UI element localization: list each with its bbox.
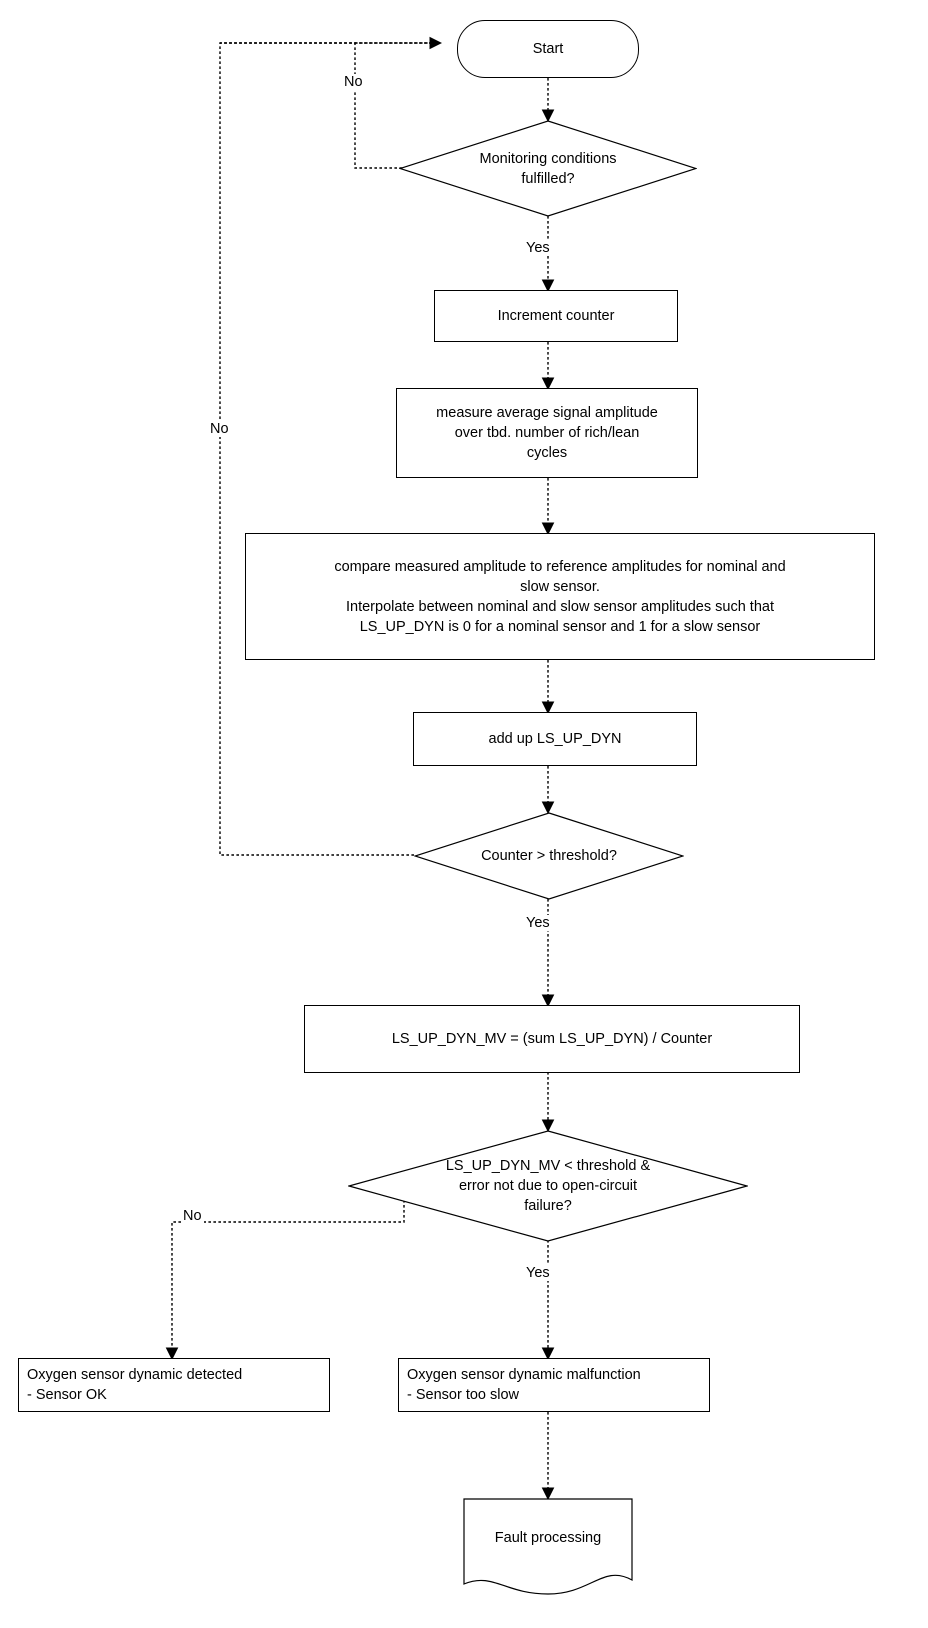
node-counter-threshold-label: Counter > threshold? [481, 848, 617, 864]
node-ls-up-dyn-mv-calc-label: LS_UP_DYN_MV = (sum LS_UP_DYN) / Counter [391, 1031, 713, 1047]
node-monitoring-conditions-labelbox: Monitoring conditions fulfilled? [399, 120, 697, 217]
node-measure-amplitude-label: measure average signal amplitude over tb… [436, 405, 658, 461]
node-ls-up-dyn-mv-calc[interactable]: LS_UP_DYN_MV = (sum LS_UP_DYN) / Counter [304, 1005, 800, 1073]
node-sensor-malfunction-label: Oxygen sensor dynamic malfunction - Sens… [407, 1367, 641, 1403]
node-monitoring-conditions[interactable]: Monitoring conditions fulfilled? [399, 120, 697, 217]
node-add-up-ls-up-dyn-label: add up LS_UP_DYN [488, 731, 622, 747]
edge-monitoring-no-seg1 [220, 42, 412, 169]
node-measure-amplitude[interactable]: measure average signal amplitude over tb… [396, 388, 698, 478]
node-counter-threshold-labelbox: Counter > threshold? [414, 812, 684, 900]
node-monitoring-conditions-label: Monitoring conditions fulfilled? [479, 150, 617, 187]
edge-mvcheck-no [165, 1185, 405, 1361]
node-sensor-malfunction[interactable]: Oxygen sensor dynamic malfunction - Sens… [398, 1358, 710, 1412]
node-increment-counter-label: Increment counter [497, 308, 615, 324]
node-counter-threshold[interactable]: Counter > threshold? [414, 812, 684, 900]
node-fault-processing-label: Fault processing [494, 1530, 602, 1546]
node-compare-amplitude-label: compare measured amplitude to reference … [334, 558, 786, 635]
edge-label-mvcheck-no: No [181, 1208, 204, 1224]
node-ls-up-dyn-mv-check-label: LS_UP_DYN_MV < threshold & error not due… [445, 1158, 651, 1214]
edge-label-monitoring-no: No [342, 74, 365, 90]
node-fault-processing-labelbox: Fault processing [463, 1498, 633, 1578]
edge-counter-no [219, 42, 440, 856]
edge-label-mvcheck-yes: Yes [524, 1265, 552, 1281]
node-sensor-ok[interactable]: Oxygen sensor dynamic detected - Sensor … [18, 1358, 330, 1412]
node-increment-counter[interactable]: Increment counter [434, 290, 678, 342]
edge-label-monitoring-yes: Yes [524, 240, 552, 256]
edge-label-counter-no: No [208, 421, 231, 437]
node-compare-amplitude[interactable]: compare measured amplitude to reference … [245, 533, 875, 660]
node-ls-up-dyn-mv-check[interactable]: LS_UP_DYN_MV < threshold & error not due… [348, 1130, 748, 1242]
node-fault-processing[interactable]: Fault processing [463, 1498, 633, 1598]
edge-label-counter-yes: Yes [524, 915, 552, 931]
node-sensor-ok-label: Oxygen sensor dynamic detected - Sensor … [27, 1367, 243, 1403]
node-add-up-ls-up-dyn[interactable]: add up LS_UP_DYN [413, 712, 697, 766]
node-start[interactable]: Start [457, 20, 639, 78]
node-start-label: Start [532, 41, 564, 57]
node-ls-up-dyn-mv-check-labelbox: LS_UP_DYN_MV < threshold & error not due… [348, 1130, 748, 1242]
